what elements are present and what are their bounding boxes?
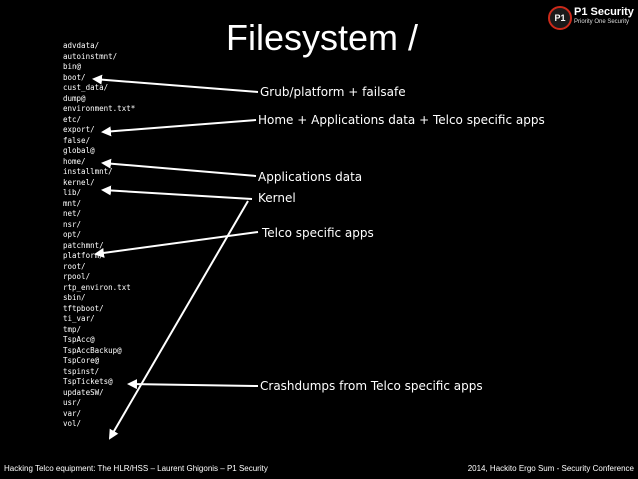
slide-title: Filesystem / [226, 17, 419, 58]
arrow-kernel-var [108, 200, 249, 440]
listing-entry: mnt/ [63, 198, 82, 208]
listing-entry: export/ [63, 125, 95, 134]
arrow-home [101, 119, 257, 137]
listing-entry: rtp_environ.txt [63, 282, 131, 292]
listing-entry: tspinst/ [63, 366, 100, 376]
listing-entry: TspAcc@ [63, 335, 95, 344]
p1-security-logo: P1 P1 Security Priority One Security [548, 6, 634, 30]
listing-entry: updateSW/ [63, 387, 104, 397]
listing-entry: cust_data/ [63, 83, 109, 92]
footer-left: Hacking Telco equipment: The HLR/HSS – L… [4, 464, 268, 473]
annotation-kernel: Kernel [258, 191, 296, 205]
annotation-appdata: Applications data [258, 170, 363, 184]
listing-entry: global@ [63, 146, 95, 155]
listing-entry: false/ [63, 135, 91, 145]
listing-entry: TspCore@ [63, 356, 100, 365]
listing-entry: TspTickets@ [63, 377, 113, 386]
listing-entry: installmnt/ [63, 167, 113, 176]
listing-entry: nsr/ [63, 219, 82, 229]
directory-listing: advdata/ autoinstmnt/ bin@ boot/ cust_da… [63, 41, 135, 430]
listing-entry: boot/ [63, 72, 86, 82]
footer-right: 2014, Hackito Ergo Sum - Security Confer… [467, 464, 634, 473]
listing-entry: patchmnt/ [63, 240, 104, 250]
annotation-home: Home + Applications data + Telco specifi… [258, 113, 545, 127]
listing-entry: bin@ [63, 62, 82, 71]
listing-entry: etc/ [63, 114, 82, 124]
logo-name: P1 Security [574, 6, 634, 18]
listing-entry: autoinstmnt/ [63, 51, 118, 61]
arrow-grub [92, 74, 259, 93]
logo-tagline: Priority One Security [574, 19, 630, 25]
listing-entry: rpool/ [63, 272, 91, 281]
listing-entry: sbin/ [63, 293, 86, 302]
arrow-crash-dump [127, 379, 259, 390]
listing-entry: ti_var/ [63, 314, 95, 323]
annotation-telco: Telco specific apps [262, 226, 374, 240]
arrow-appdata [101, 158, 257, 177]
listing-entry: var/ [63, 408, 82, 418]
listing-entry: lib/ [63, 188, 82, 197]
listing-entry: tmp/ [63, 324, 82, 334]
listing-entry: advdata/ [63, 41, 100, 50]
listing-entry: tftpboot/ [63, 303, 104, 313]
arrow-kernel [101, 185, 253, 200]
listing-entry: dump@ [63, 93, 86, 103]
logo-badge-icon: P1 [548, 6, 572, 30]
listing-entry: home/ [63, 156, 86, 166]
listing-entry: platform/ [63, 251, 104, 260]
listing-entry: opt/ [63, 230, 82, 239]
listing-entry: usr/ [63, 398, 82, 407]
listing-entry: net/ [63, 209, 82, 218]
listing-entry: kernel/ [63, 177, 95, 187]
listing-entry: root/ [63, 261, 86, 271]
arrow-telco [94, 231, 259, 258]
annotation-crashdumps: Crashdumps from Telco specific apps [260, 379, 483, 393]
listing-entry: environment.txt* [63, 104, 136, 113]
listing-entry: TspAccBackup@ [63, 345, 122, 355]
listing-entry: vol/ [63, 419, 82, 428]
annotation-grub: Grub/platform + failsafe [260, 85, 406, 99]
